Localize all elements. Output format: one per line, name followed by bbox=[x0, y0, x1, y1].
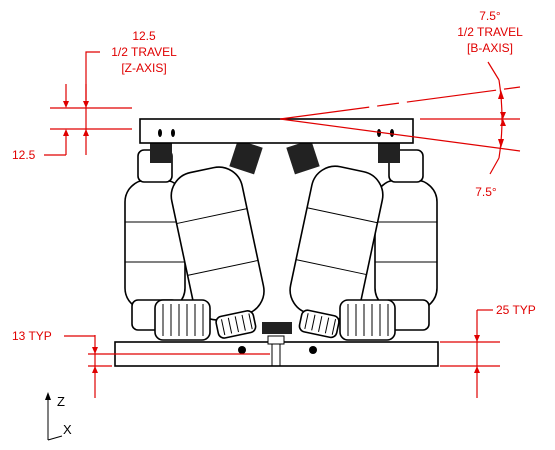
axis-indicator: Z X bbox=[45, 392, 72, 441]
base-plate bbox=[114, 335, 439, 367]
z-travel-value: 12.5 bbox=[132, 29, 156, 43]
b-travel-caption: 1/2 TRAVEL bbox=[457, 25, 523, 39]
b-lower-value: 7.5° bbox=[475, 185, 497, 199]
right-height-label: 25 TYP bbox=[496, 303, 536, 317]
actuator-leg-outer-left bbox=[124, 149, 186, 331]
b-travel-axis: [B-AXIS] bbox=[467, 41, 513, 55]
z-axis-label: Z bbox=[57, 394, 65, 409]
z-lower-value: 12.5 bbox=[12, 148, 36, 162]
left-height-dimension: 13 TYP bbox=[12, 329, 270, 398]
upper-joints bbox=[150, 139, 400, 175]
b-travel-value: 7.5° bbox=[479, 9, 501, 23]
left-height-label: 13 TYP bbox=[12, 329, 52, 343]
actuator-leg-inner-left bbox=[170, 166, 265, 339]
z-travel-caption: 1/2 TRAVEL bbox=[111, 45, 177, 59]
z-travel-axis: [Z-AXIS] bbox=[121, 61, 166, 75]
actuator-leg-inner-right bbox=[289, 165, 384, 339]
b-travel-dimension: 7.5° 1/2 TRAVEL [B-AXIS] 7.5° bbox=[279, 9, 523, 199]
right-height-dimension: 25 TYP bbox=[440, 303, 536, 398]
lower-joints bbox=[154, 299, 396, 341]
hexapod-body bbox=[114, 118, 439, 367]
z-travel-dimension: 12.5 1/2 TRAVEL [Z-AXIS] 12.5 bbox=[12, 29, 177, 162]
x-axis-label: X bbox=[63, 422, 72, 437]
